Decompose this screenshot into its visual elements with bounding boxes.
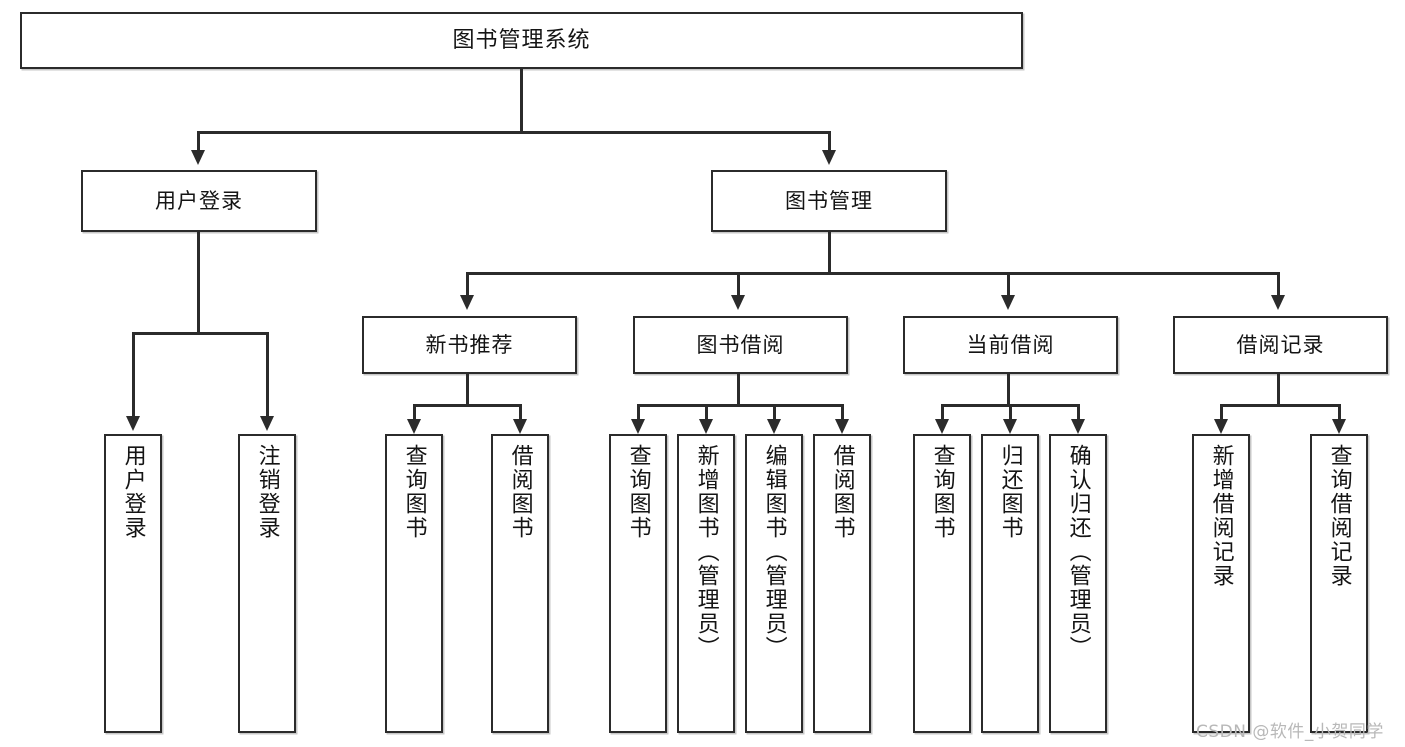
node-leaf-borrow-book-1[interactable]: 借阅图书 xyxy=(491,434,549,733)
arrow-to-book-borrow xyxy=(731,295,745,310)
arrow-to-leaf-add-book xyxy=(699,419,713,434)
arrow-to-leaf-user-login xyxy=(126,416,140,431)
edge-borrow-record-trunk xyxy=(1277,374,1280,406)
edge-book-manage-drop-2 xyxy=(737,272,740,296)
edge-borrow-record-drop-2 xyxy=(1338,404,1341,420)
node-borrow-record-label: 借阅记录 xyxy=(1236,332,1325,357)
arrow-root-to-user-login xyxy=(191,150,205,165)
watermark: CSDN @软件_小贺同学 xyxy=(1196,722,1384,742)
edge-new-book-rec-drop-2 xyxy=(519,404,522,420)
arrow-root-to-book-manage xyxy=(822,150,836,165)
node-book-borrow[interactable]: 图书借阅 xyxy=(633,316,848,374)
edge-root-to-user-login xyxy=(197,131,200,153)
node-leaf-confirm-return-label: 确认归还（管理员） xyxy=(1065,444,1091,660)
node-leaf-edit-book-label: 编辑图书（管理员） xyxy=(761,444,787,660)
edge-root-bus xyxy=(197,131,830,134)
node-leaf-query-book-3[interactable]: 查询图书 xyxy=(913,434,971,733)
node-leaf-add-book-label: 新增图书（管理员） xyxy=(693,444,719,660)
arrow-to-leaf-query-record xyxy=(1332,419,1346,434)
node-leaf-user-login-label: 用户登录 xyxy=(120,444,146,540)
edge-current-borrow-drop-2 xyxy=(1009,404,1012,420)
node-current-borrow[interactable]: 当前借阅 xyxy=(903,316,1118,374)
node-leaf-query-book-2[interactable]: 查询图书 xyxy=(609,434,667,733)
node-user-login[interactable]: 用户登录 xyxy=(81,170,317,232)
edge-user-login-drop-2 xyxy=(266,332,269,418)
node-leaf-query-book-3-label: 查询图书 xyxy=(929,444,955,540)
node-leaf-edit-book[interactable]: 编辑图书（管理员） xyxy=(745,434,803,733)
node-leaf-add-book[interactable]: 新增图书（管理员） xyxy=(677,434,735,733)
node-leaf-add-record[interactable]: 新增借阅记录 xyxy=(1192,434,1250,733)
node-leaf-borrow-book-2-label: 借阅图书 xyxy=(829,444,855,540)
edge-book-borrow-drop-3 xyxy=(773,404,776,420)
edge-current-borrow-drop-3 xyxy=(1077,404,1080,420)
arrow-to-new-book-rec xyxy=(460,295,474,310)
arrow-to-leaf-edit-book xyxy=(767,419,781,434)
edge-book-manage-trunk xyxy=(828,232,831,274)
node-new-book-rec[interactable]: 新书推荐 xyxy=(362,316,577,374)
node-leaf-query-book-1-label: 查询图书 xyxy=(401,444,427,540)
node-leaf-user-logout[interactable]: 注销登录 xyxy=(238,434,296,733)
edge-new-book-rec-bus xyxy=(413,404,519,407)
node-leaf-query-book-2-label: 查询图书 xyxy=(625,444,651,540)
arrow-to-leaf-query-book-1 xyxy=(407,419,421,434)
edge-book-borrow-bus xyxy=(637,404,841,407)
edge-book-manage-bus xyxy=(466,272,1277,275)
edge-current-borrow-drop-1 xyxy=(941,404,944,420)
node-leaf-borrow-book-1-label: 借阅图书 xyxy=(507,444,533,540)
edge-root-to-book-manage xyxy=(828,131,831,153)
node-borrow-record[interactable]: 借阅记录 xyxy=(1173,316,1388,374)
edge-book-borrow-drop-2 xyxy=(705,404,708,420)
node-leaf-user-logout-label: 注销登录 xyxy=(254,444,280,540)
node-root[interactable]: 图书管理系统 xyxy=(20,12,1023,69)
edge-borrow-record-bus xyxy=(1220,404,1338,407)
node-leaf-user-login[interactable]: 用户登录 xyxy=(104,434,162,733)
arrow-to-current-borrow xyxy=(1001,295,1015,310)
node-leaf-return-book[interactable]: 归还图书 xyxy=(981,434,1039,733)
edge-book-borrow-drop-4 xyxy=(841,404,844,420)
node-leaf-confirm-return[interactable]: 确认归还（管理员） xyxy=(1049,434,1107,733)
node-root-label: 图书管理系统 xyxy=(452,27,591,53)
arrow-to-leaf-query-book-3 xyxy=(935,419,949,434)
node-leaf-query-record-label: 查询借阅记录 xyxy=(1326,444,1352,588)
node-new-book-rec-label: 新书推荐 xyxy=(425,332,514,357)
arrow-to-borrow-record xyxy=(1271,295,1285,310)
node-leaf-query-book-1[interactable]: 查询图书 xyxy=(385,434,443,733)
arrow-to-leaf-query-book-2 xyxy=(631,419,645,434)
arrow-to-leaf-confirm-return xyxy=(1071,419,1085,434)
node-leaf-return-book-label: 归还图书 xyxy=(997,444,1023,540)
edge-current-borrow-trunk xyxy=(1007,374,1010,406)
edge-new-book-rec-drop-1 xyxy=(413,404,416,420)
edge-book-manage-drop-1 xyxy=(466,272,469,296)
node-user-login-label: 用户登录 xyxy=(155,188,243,213)
edge-book-borrow-drop-1 xyxy=(637,404,640,420)
node-leaf-query-record[interactable]: 查询借阅记录 xyxy=(1310,434,1368,733)
arrow-to-leaf-add-record xyxy=(1214,419,1228,434)
arrow-to-leaf-user-logout xyxy=(260,416,274,431)
arrow-to-leaf-borrow-book-2 xyxy=(835,419,849,434)
arrow-to-leaf-return-book xyxy=(1003,419,1017,434)
node-current-borrow-label: 当前借阅 xyxy=(966,332,1055,357)
node-leaf-borrow-book-2[interactable]: 借阅图书 xyxy=(813,434,871,733)
edge-user-login-bus xyxy=(132,332,266,335)
edge-user-login-drop-1 xyxy=(132,332,135,418)
node-book-borrow-label: 图书借阅 xyxy=(696,332,785,357)
edge-user-login-trunk xyxy=(197,232,200,334)
edge-book-manage-drop-4 xyxy=(1277,272,1280,296)
node-leaf-add-record-label: 新增借阅记录 xyxy=(1208,444,1234,588)
edge-book-borrow-trunk xyxy=(737,374,740,406)
node-book-manage[interactable]: 图书管理 xyxy=(711,170,947,232)
arrow-to-leaf-borrow-book-1 xyxy=(513,419,527,434)
node-book-manage-label: 图书管理 xyxy=(785,188,873,213)
edge-book-manage-drop-3 xyxy=(1007,272,1010,296)
edge-root-trunk xyxy=(520,69,523,133)
edge-new-book-rec-trunk xyxy=(466,374,469,406)
edge-borrow-record-drop-1 xyxy=(1220,404,1223,420)
